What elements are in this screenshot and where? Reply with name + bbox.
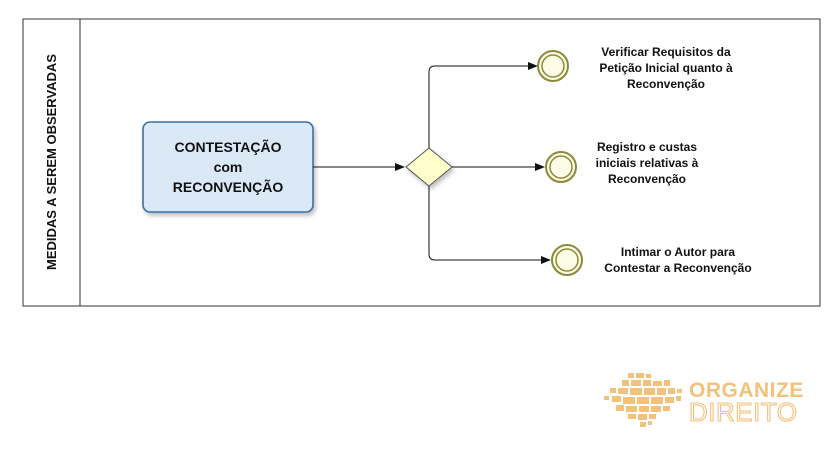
flow-gateway-to-event-1 [428, 62, 538, 148]
event-3-label-line-2: Contestar a Reconvenção [604, 261, 751, 275]
event-1-label-line-1: Verificar Requisitos da [601, 45, 731, 59]
task-line-1: CONTESTAÇÃO [174, 138, 281, 155]
event-1-label-line-2: Petição Inicial quanto à [599, 61, 733, 75]
event-1-label-line-3: Reconvenção [627, 77, 705, 91]
logo-text-direito: DIREITO [689, 397, 797, 427]
event-2-inner [549, 155, 573, 179]
event-2-label: Registro e custas iniciais relativas à R… [596, 140, 699, 186]
event-3-label-line-1: Intimar o Autor para [621, 245, 736, 259]
task-contestacao[interactable]: CONTESTAÇÃO com RECONVENÇÃO [142, 121, 314, 213]
logo-text-organize: ORGANIZE [689, 379, 804, 402]
event-2-label-line-3: Reconvenção [608, 172, 686, 186]
event-1-inner [541, 54, 565, 78]
event-2-label-line-1: Registro e custas [597, 140, 697, 154]
task-line-3: RECONVENÇÃO [173, 178, 284, 195]
lane-label: MEDIDAS A SEREM OBSERVADAS [44, 54, 59, 270]
organize-direito-logo: ORGANIZE DIREITO [604, 373, 804, 428]
logo-map-icon [604, 373, 682, 427]
event-1-label: Verificar Requisitos da Petição Inicial … [599, 45, 733, 91]
event-3-label: Intimar o Autor para Contestar a Reconve… [604, 245, 751, 275]
event-2[interactable] [545, 151, 577, 183]
task-line-2: com [214, 159, 243, 175]
event-3[interactable] [551, 244, 583, 276]
event-2-label-line-2: iniciais relativas à [596, 156, 699, 170]
flow-gateway-to-event-3 [428, 186, 551, 264]
event-3-inner [555, 248, 579, 272]
event-1[interactable] [537, 50, 569, 82]
